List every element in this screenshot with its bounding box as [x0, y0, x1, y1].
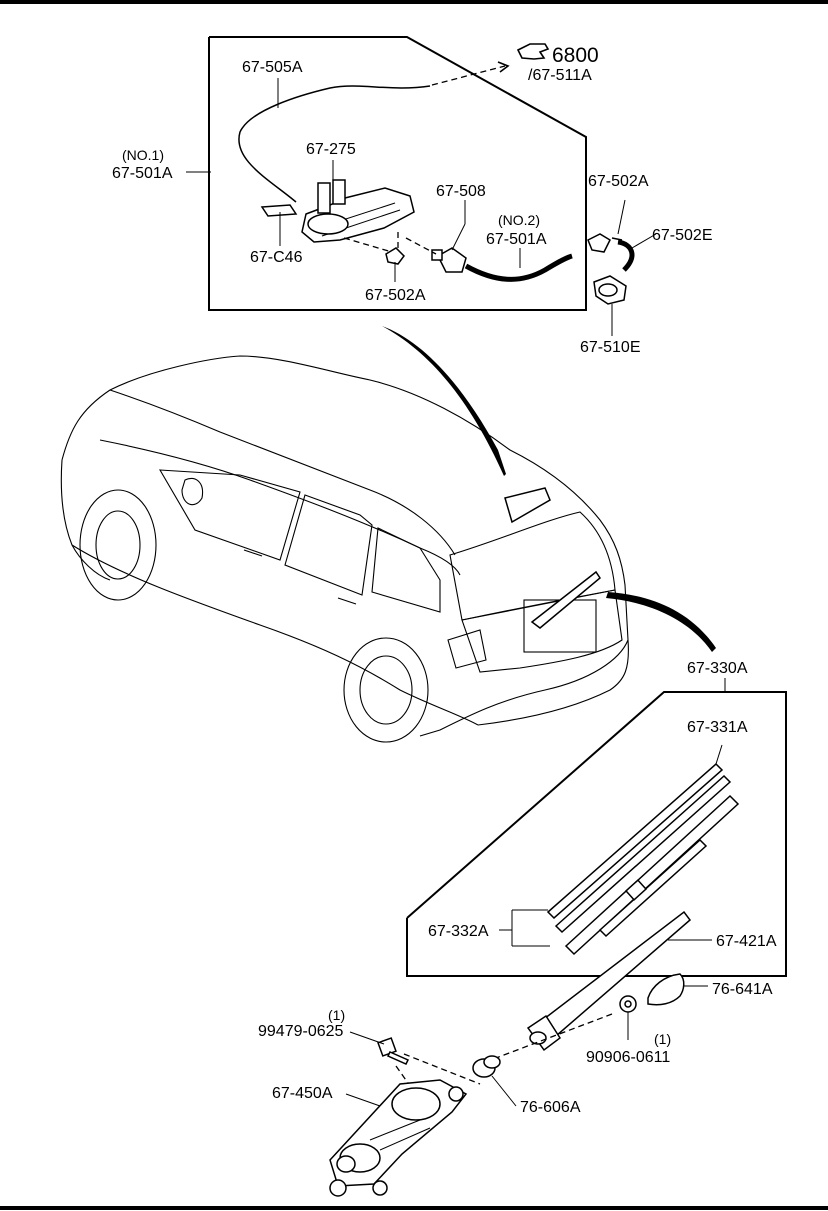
label-67-510E: 67-510E — [580, 339, 641, 356]
connector-67-502A-inner — [385, 247, 405, 265]
label-76-641A: 76-641A — [712, 981, 773, 998]
label-99479-0625: 99479-0625 — [258, 1023, 344, 1040]
label-67-511A: /67-511A — [528, 67, 592, 84]
blade-inset-frame — [406, 691, 787, 977]
rear-wheel — [343, 637, 429, 743]
label-76-606A: 76-606A — [520, 1099, 581, 1116]
label-no2: (NO.2) — [498, 212, 540, 228]
label-67-421A: 67-421A — [716, 933, 777, 950]
bushing-76-606A — [472, 1055, 517, 1107]
label-90906-0611: 90906-0611 — [586, 1049, 670, 1066]
hose-67-502E — [617, 239, 635, 272]
label-67-450A: 67-450A — [272, 1085, 333, 1102]
callout-arrow-wiper — [606, 592, 716, 652]
clip-67-C46 — [260, 204, 298, 217]
blade-rubber-67-331A — [546, 762, 724, 920]
label-67-501A-no1: 67-501A — [112, 165, 173, 182]
label-67-331A: 67-331A — [687, 719, 748, 736]
valve-67-508 — [431, 247, 467, 273]
label-67-502A-inner: 67-502A — [365, 287, 426, 304]
label-qty-nut: (1) — [654, 1031, 671, 1047]
inset-leaders — [186, 78, 521, 282]
cap-76-641A — [647, 973, 708, 1006]
label-67-330A: 67-330A — [687, 660, 748, 677]
label-6800: 6800 — [552, 44, 599, 67]
label-no1: (NO.1) — [122, 147, 164, 163]
bolt-99479-0625 — [349, 1031, 410, 1065]
wiper-arm-67-421A — [526, 910, 712, 1052]
wiper-blade-inset — [406, 678, 787, 977]
blade-assembly — [564, 794, 740, 956]
label-67-502A-right: 67-502A — [588, 173, 649, 190]
label-67-332A: 67-332A — [428, 923, 489, 940]
label-67-505A: 67-505A — [242, 59, 303, 76]
hose-67-501A-no2 — [464, 253, 573, 282]
nut-90906-0611 — [619, 995, 637, 1040]
label-67-502E: 67-502E — [652, 227, 713, 244]
washer-hose-inset — [208, 36, 587, 311]
part-labels: 67-505A 6800 /67-511A (NO.1) 67-501A 67-… — [112, 44, 777, 1116]
motor-67-450A — [329, 1079, 468, 1197]
car-illustration — [60, 355, 629, 743]
connector-67-502A-right — [587, 233, 611, 253]
connector-parts-right — [587, 199, 657, 336]
label-67-275: 67-275 — [306, 141, 356, 158]
front-wheel — [79, 489, 157, 601]
callout-arrow-washer — [382, 326, 506, 476]
label-67-501A-no2: 67-501A — [486, 231, 547, 248]
label-qty-bolt: (1) — [328, 1007, 345, 1023]
label-67-C46: 67-C46 — [250, 249, 303, 266]
pointing-hand-icon — [516, 43, 550, 60]
label-67-508: 67-508 — [436, 183, 486, 200]
nozzle-67-510E — [593, 275, 627, 305]
joint-67-275 — [301, 179, 415, 243]
inset-frame — [208, 36, 587, 311]
bracket-67-332A — [499, 909, 550, 947]
